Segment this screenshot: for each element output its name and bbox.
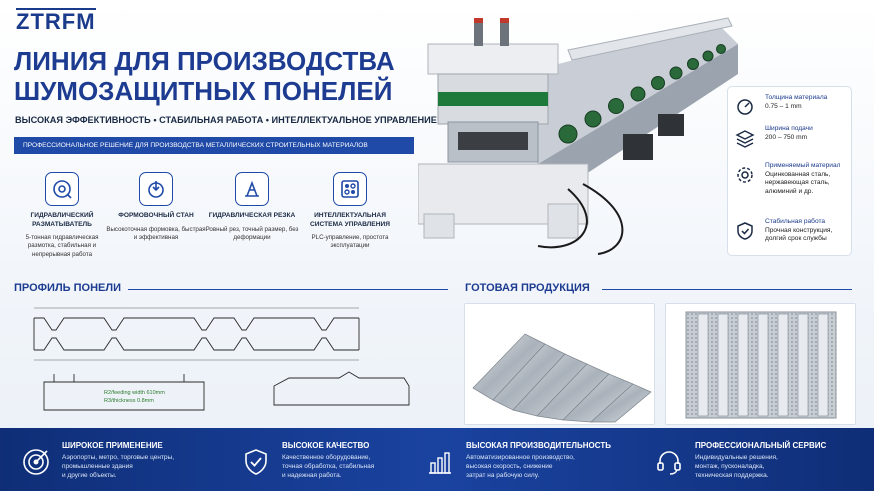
spec-title: Ширина подачи bbox=[765, 125, 813, 132]
footer-benefits: ШИРОКОЕ ПРИМЕНЕНИЕ Аэропорты, метро, тор… bbox=[0, 428, 874, 491]
feature-decoiler: ГИДРАВЛИЧЕСКИЙ РАЗМАТЫВАТЕЛЬ 5-тонная ги… bbox=[12, 172, 112, 259]
quality-shield-icon bbox=[240, 446, 272, 478]
spec-thickness: Толщина материала 0.75 – 1 mm bbox=[734, 94, 852, 115]
spec-value: 0.75 – 1 mm bbox=[765, 102, 802, 110]
drawing-note-thickness: R3/thickness 0.8mm bbox=[104, 398, 154, 404]
benefit-quality: ВЫСОКОЕ КАЧЕСТВО Качественное оборудован… bbox=[240, 428, 440, 491]
spec-title: Применяемый материал bbox=[765, 162, 841, 169]
decoiler-icon bbox=[45, 172, 79, 206]
cutting-icon bbox=[235, 172, 269, 206]
feature-list: ГИДРАВЛИЧЕСКИЙ РАЗМАТЫВАТЕЛЬ 5-тонная ги… bbox=[12, 172, 422, 272]
section-title-products: ГОТОВАЯ ПРОДУКЦИЯ bbox=[465, 282, 590, 294]
panel-profile-drawing: R2/feeding width 610mm R3/thickness 0.8m… bbox=[14, 300, 444, 425]
shield-icon bbox=[734, 220, 756, 242]
feature-name: ГИДРАВЛИЧЕСКАЯ РЕЗКА bbox=[208, 212, 296, 219]
spec-value: Оцинкованная сталь, нержавеющая сталь, а… bbox=[765, 170, 831, 195]
finished-products bbox=[464, 300, 856, 426]
spec-material: Применяемый материал Оцинкованная сталь,… bbox=[734, 162, 852, 196]
feature-name: ФОРМОВОЧНЫЙ СТАН bbox=[118, 212, 194, 219]
headline-banner: ПРОФЕССИОНАЛЬНОЕ РЕШЕНИЕ ДЛЯ ПРОИЗВОДСТВ… bbox=[14, 137, 414, 154]
feature-name: ГИДРАВЛИЧЕСКИЙ РАЗМАТЫВАТЕЛЬ bbox=[30, 212, 94, 228]
spec-width: Ширина подачи 200 – 750 mm bbox=[734, 125, 852, 148]
feature-desc: 5-тонная гидравлическая размотка, стабил… bbox=[25, 234, 99, 258]
benefit-title: ВЫСОКАЯ ПРОИЗВОДИТЕЛЬНОСТЬ bbox=[466, 441, 611, 450]
benefit-performance: ВЫСОКАЯ ПРОИЗВОДИТЕЛЬНОСТЬ Автоматизиров… bbox=[424, 428, 634, 491]
feature-cutting: ГИДРАВЛИЧЕСКАЯ РЕЗКА Ровный рез, точный … bbox=[202, 172, 302, 242]
benefit-title: ПРОФЕССИОНАЛЬНЫЙ СЕРВИС bbox=[695, 441, 827, 450]
feature-desc: Ровный рез, точный размер, без деформаци… bbox=[205, 225, 299, 241]
specs-card: Толщина материала 0.75 – 1 mm Ширина под… bbox=[727, 86, 852, 256]
benefit-service: ПРОФЕССИОНАЛЬНЫЙ СЕРВИС Индивидуальные р… bbox=[653, 428, 853, 491]
feature-desc: PLC-управление, простота эксплуатации bbox=[311, 234, 389, 250]
control-icon bbox=[333, 172, 367, 206]
target-icon bbox=[20, 446, 52, 478]
chart-icon bbox=[424, 446, 456, 478]
machine-illustration bbox=[417, 14, 738, 260]
benefit-application: ШИРОКОЕ ПРИМЕНЕНИЕ Аэропорты, метро, тор… bbox=[20, 428, 220, 491]
spec-stability: Стабильная работа Прочная конструкция, д… bbox=[734, 218, 852, 244]
brand-logo: ZTRFM bbox=[16, 8, 96, 34]
forming-icon bbox=[139, 172, 173, 206]
page-subtitle: ВЫСОКАЯ ЭФФЕКТИВНОСТЬ • СТАБИЛЬНАЯ РАБОТ… bbox=[15, 115, 437, 125]
feature-name: ИНТЕЛЛЕКТУАЛЬНАЯ СИСТЕМА УПРАВЛЕНИЯ bbox=[310, 212, 390, 228]
benefit-desc: Автоматизированное производство, высокая… bbox=[466, 454, 575, 479]
spec-title: Толщина материала bbox=[765, 94, 828, 101]
benefit-title: ВЫСОКОЕ КАЧЕСТВО bbox=[282, 441, 370, 450]
product-image-perforated-panel bbox=[665, 303, 856, 425]
feature-forming: ФОРМОВОЧНЫЙ СТАН Высокоточная формовка, … bbox=[106, 172, 206, 242]
page-title: ЛИНИЯ ДЛЯ ПРОИЗВОДСТВА ШУМОЗАЩИТНЫХ ПОНЕ… bbox=[14, 46, 395, 106]
section-divider bbox=[602, 289, 852, 290]
benefit-desc: Индивидуальные решения, монтаж, пусконал… bbox=[695, 454, 778, 479]
spec-value: 200 – 750 mm bbox=[765, 133, 808, 141]
benefit-desc: Аэропорты, метро, торговые центры, промы… bbox=[62, 454, 175, 479]
spec-value: Прочная конструкция, долгий срок службы bbox=[765, 226, 833, 243]
product-image-profiled-sheet bbox=[464, 303, 655, 425]
benefit-desc: Качественное оборудование, точная обрабо… bbox=[282, 454, 375, 479]
feature-desc: Высокоточная формовка, быстрая и эффекти… bbox=[106, 225, 206, 241]
gear-icon bbox=[734, 164, 756, 186]
spec-title: Стабильная работа bbox=[765, 218, 826, 225]
headset-icon bbox=[653, 446, 685, 478]
section-title-profile: ПРОФИЛЬ ПОНЕЛИ bbox=[14, 282, 121, 294]
section-divider bbox=[128, 289, 448, 290]
thickness-icon bbox=[734, 96, 756, 118]
layers-icon bbox=[734, 127, 756, 149]
benefit-title: ШИРОКОЕ ПРИМЕНЕНИЕ bbox=[62, 441, 163, 450]
feature-control: ИНТЕЛЛЕКТУАЛЬНАЯ СИСТЕМА УПРАВЛЕНИЯ PLC-… bbox=[300, 172, 400, 251]
drawing-note-width: R2/feeding width 610mm bbox=[104, 390, 165, 396]
